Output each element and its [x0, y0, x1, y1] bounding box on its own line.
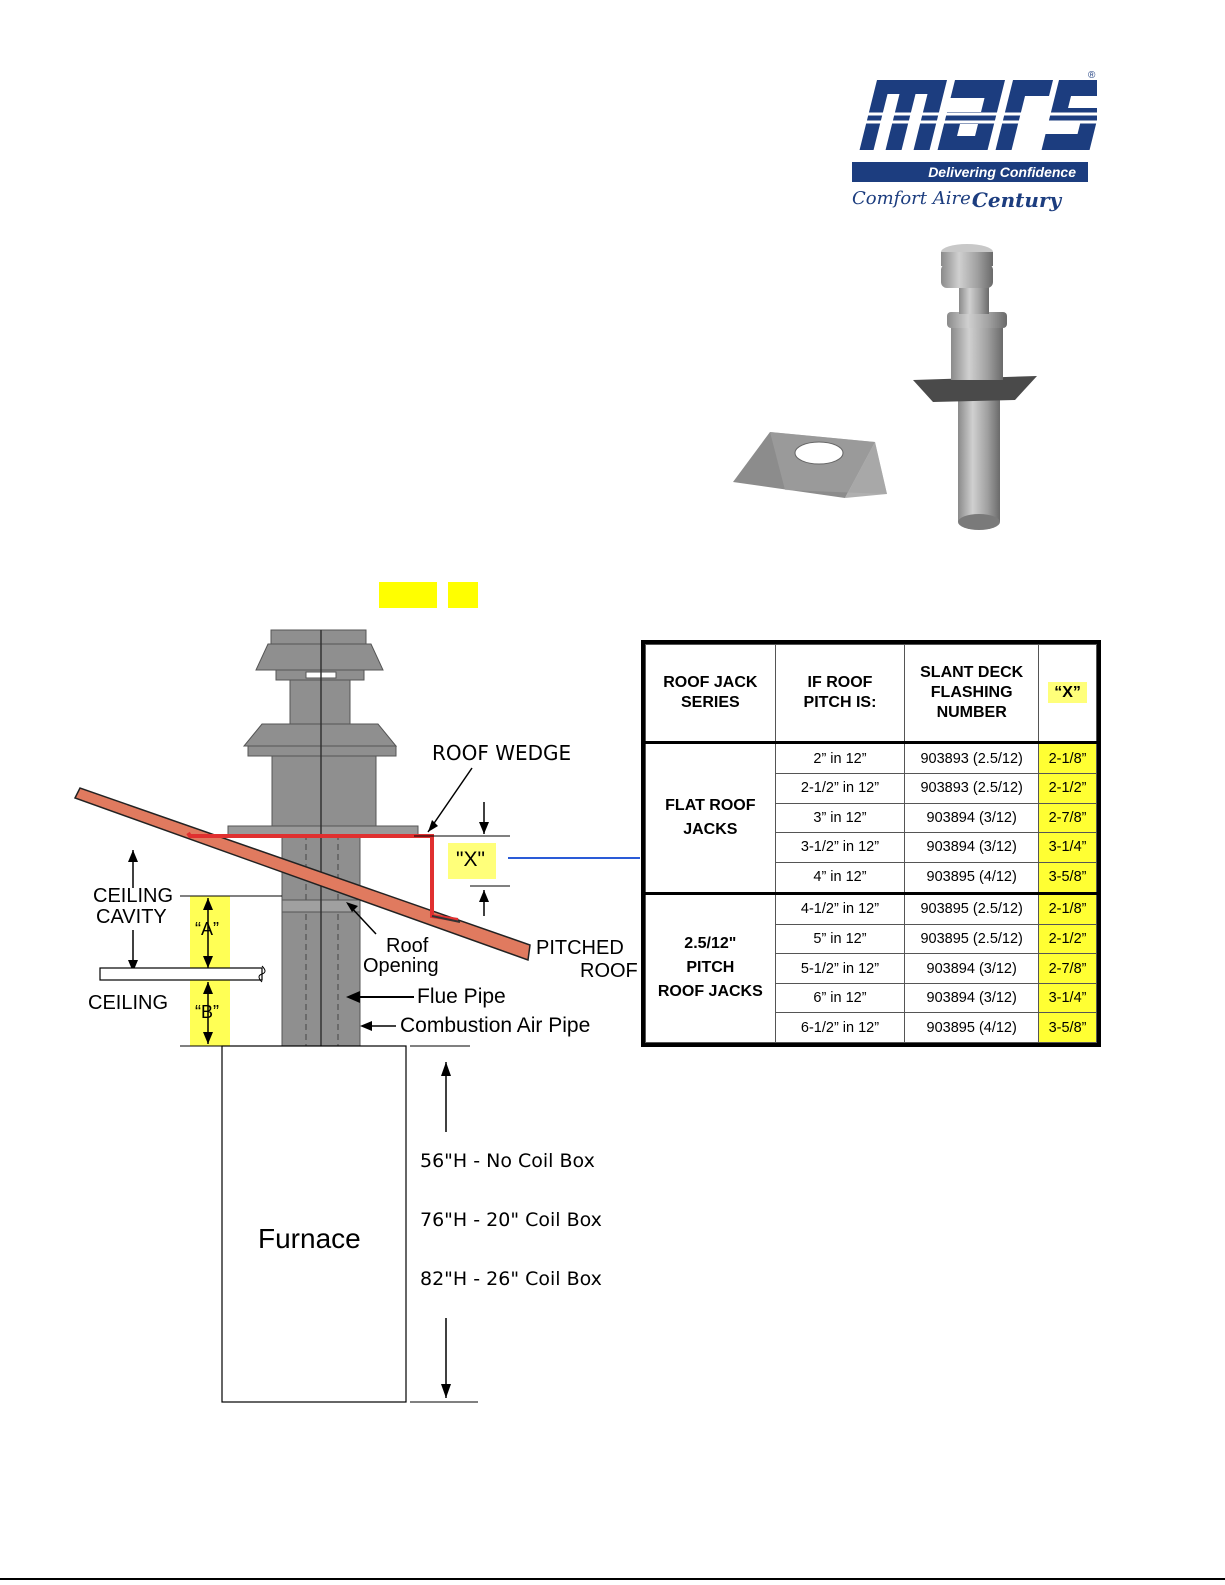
flue-pipe-label: Flue Pipe	[417, 985, 506, 1008]
ceiling-cavity-label-line2: CAVITY	[96, 906, 167, 928]
x-cell: 2-1/2”	[1038, 773, 1097, 804]
pitch-cell: 4-1/2” in 12”	[774, 891, 906, 926]
table-row: 2.5/12" PITCH ROOF JACKS 4-1/2” in 12” 903…	[645, 891, 1097, 1044]
combustion-air-pipe-label: Combustion Air Pipe	[400, 1014, 591, 1037]
furnace-label: Furnace	[258, 1223, 361, 1254]
x-cell: 2-1/8”	[1038, 741, 1097, 775]
furnace-box	[221, 1045, 407, 1403]
flashing-cell: 903895 (4/12)	[904, 861, 1040, 894]
installation-diagram	[73, 629, 640, 1403]
x-highlight	[448, 843, 496, 879]
ceiling-label: CEILING	[88, 992, 169, 1014]
header-text: ROOF JACK	[663, 674, 758, 691]
svg-text:®: ®	[1088, 70, 1096, 81]
header-text: NUMBER	[936, 704, 1007, 721]
table-row: 6-1/2” in 12” 903895 (4/12) 3-5/8”	[646, 1012, 1097, 1043]
table-row: 3-1/2” in 12” 903894 (3/12) 3-1/4”	[646, 832, 1097, 863]
header-x: “X”	[1038, 644, 1097, 744]
ceiling-board	[99, 967, 263, 981]
flashing-cell: 903894 (3/12)	[904, 953, 1040, 984]
tagline-text: Delivering Confidence	[928, 164, 1076, 180]
roof-wedge-label: ROOF WEDGE	[432, 741, 572, 765]
logo-tagline: Delivering Confidence	[852, 162, 1088, 182]
flashing-cell: 903895 (2.5/12)	[904, 924, 1040, 955]
highlight-mark	[379, 582, 437, 608]
flashing-cell: 903893 (2.5/12)	[904, 773, 1040, 804]
group-text: FLAT ROOF	[665, 796, 756, 814]
table-row: 5-1/2” in 12” 903894 (3/12) 2-7/8”	[646, 953, 1097, 984]
group-pitch-roof-jacks: 2.5/12" PITCH ROOF JACKS	[645, 891, 776, 1044]
x-cell: 3-5/8”	[1038, 861, 1097, 894]
header-text: FLASHING	[930, 684, 1013, 701]
wedge-flashing-icon	[733, 432, 887, 498]
header-text: SERIES	[680, 694, 740, 711]
page-bottom-rule	[0, 1578, 1225, 1580]
x-cell: 3-5/8”	[1038, 1012, 1097, 1043]
pitched-roof-label-line1: PITCHED	[536, 937, 624, 959]
group-text: 2.5/12"	[684, 935, 737, 953]
x-cell: 2-7/8”	[1038, 802, 1097, 834]
table-row: 4” in 12” 903895 (4/12) 3-5/8”	[646, 861, 1097, 894]
group-text: JACKS	[683, 820, 738, 838]
flashing-cell: 903894 (3/12)	[904, 982, 1040, 1014]
table-row: FLAT ROOF JACKS 2” in 12” 903893 (2.5/12)…	[645, 741, 1097, 894]
flashing-cell: 903895 (4/12)	[904, 1012, 1040, 1043]
pitch-cell: 4” in 12”	[774, 861, 906, 894]
table-row: 2-1/2” in 12” 903893 (2.5/12) 2-1/2”	[646, 773, 1097, 804]
pitch-cell: 3” in 12”	[774, 802, 906, 834]
height-no-coil-box: 56"H - No Coil Box	[420, 1150, 595, 1172]
pitch-cell: 3-1/2” in 12”	[774, 832, 906, 863]
height-26-coil-box: 82"H - 26" Coil Box	[420, 1268, 602, 1290]
pitch-cell: 2-1/2” in 12”	[774, 773, 906, 804]
x-cell: 2-1/2”	[1038, 924, 1097, 955]
group-text: PITCH	[686, 959, 735, 977]
pitch-cell: 2” in 12”	[774, 741, 906, 775]
pitched-roof-label-line2: ROOF	[580, 960, 638, 982]
mars-wordmark-icon: ®	[858, 70, 1097, 150]
pitched-roof-icon	[73, 787, 531, 962]
x-dimension-label: "X"	[456, 848, 485, 871]
flashing-cell: 903894 (3/12)	[904, 802, 1040, 834]
vent-cap-icon	[242, 629, 398, 827]
pitch-cell: 6-1/2” in 12”	[774, 1012, 906, 1043]
highlight-mark	[448, 582, 478, 608]
table-row: 5” in 12” 903895 (2.5/12) 2-1/2”	[646, 924, 1097, 955]
ceiling-cavity-label-line1: CEILING	[93, 885, 174, 907]
flashing-cell: 903893 (2.5/12)	[904, 741, 1040, 775]
table-header-row: ROOF JACK SERIES IF ROOF PITCH IS: SLANT D…	[645, 644, 1097, 744]
pitch-cell: 5-1/2” in 12”	[774, 953, 906, 984]
header-text: PITCH IS:	[803, 694, 877, 711]
pitch-cell: 6” in 12”	[774, 982, 906, 1014]
flashing-cell: 903894 (3/12)	[904, 832, 1040, 863]
header-text: SLANT DECK	[920, 664, 1024, 681]
roof-jack-pipe-icon	[913, 244, 1037, 530]
x-cell: 2-7/8”	[1038, 953, 1097, 984]
x-cell: 2-1/8”	[1038, 891, 1097, 926]
group-flat-roof-jacks: FLAT ROOF JACKS	[645, 742, 776, 894]
height-20-coil-box: 76"H - 20" Coil Box	[420, 1209, 602, 1231]
comfort-aire-brand: Comfort Aire.	[852, 188, 977, 209]
roof-jack-product-illustration	[733, 244, 1037, 530]
roof-opening-label-line2: Opening	[363, 955, 439, 977]
mars-logo: ® Delivering Confidence Comfort Aire. Ce…	[852, 68, 1102, 218]
flashing-cell: 903895 (2.5/12)	[904, 891, 1040, 926]
table-row: 3” in 12” 903894 (3/12) 2-7/8”	[646, 802, 1097, 834]
brand-names: Comfort Aire. Century	[852, 188, 1102, 216]
x-cell: 3-1/4”	[1038, 832, 1097, 863]
header-roof-pitch: IF ROOF PITCH IS:	[774, 644, 906, 744]
header-roof-jack-series: ROOF JACK SERIES	[645, 644, 776, 744]
header-flashing-number: SLANT DECK FLASHING NUMBER	[904, 644, 1040, 744]
header-text: IF ROOF	[807, 674, 873, 691]
table-row: 6” in 12” 903894 (3/12) 3-1/4”	[646, 982, 1097, 1014]
roof-opening-label-line1: Roof	[386, 935, 429, 957]
century-brand: Century	[972, 188, 1062, 212]
a-dimension-label: “A”	[195, 919, 219, 939]
group-text: ROOF JACKS	[657, 983, 763, 1001]
roof-jack-table: ROOF JACK SERIES IF ROOF PITCH IS: SLANT D…	[641, 640, 1101, 1047]
b-dimension-label: “B”	[195, 1002, 219, 1022]
header-text: “X”	[1048, 682, 1087, 703]
x-cell: 3-1/4”	[1038, 982, 1097, 1014]
pitch-cell: 5” in 12”	[774, 924, 906, 955]
